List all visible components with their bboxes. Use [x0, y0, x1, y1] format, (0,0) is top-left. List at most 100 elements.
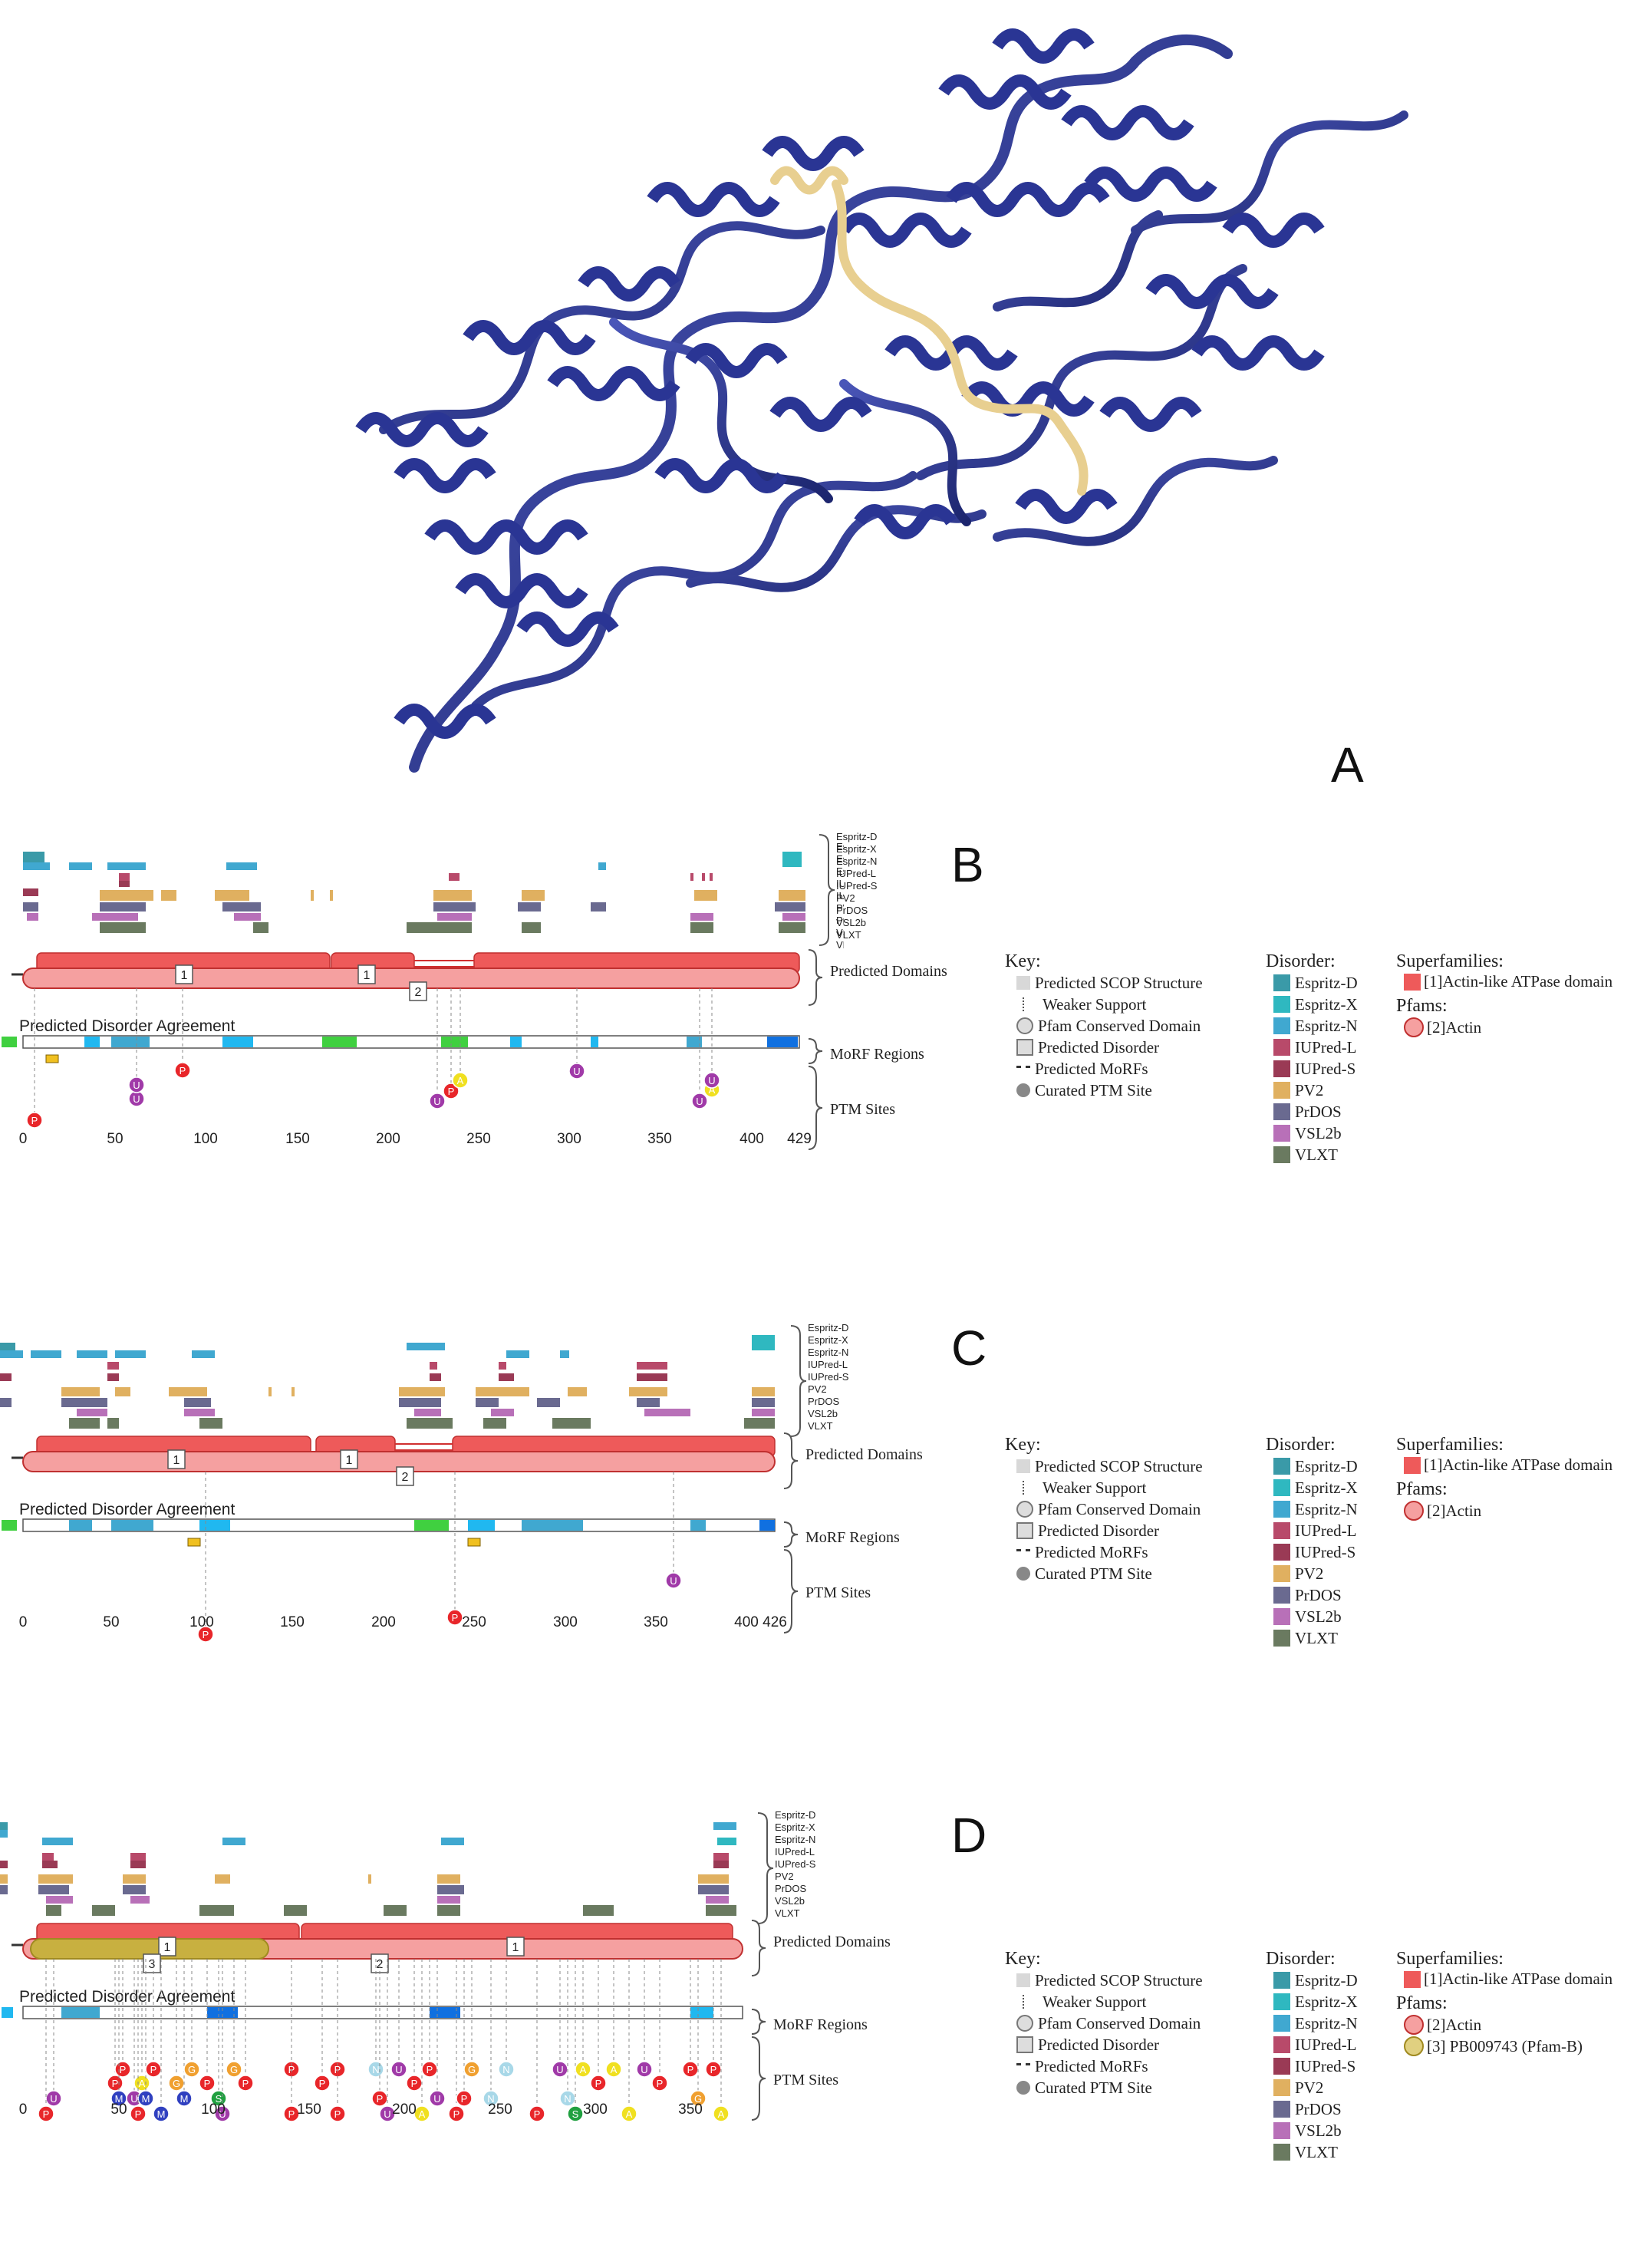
key-item-label: Predicted MoRFs — [1035, 1542, 1148, 1561]
axis-tick-label: 426 — [763, 1614, 787, 1630]
disorder-segment — [61, 1398, 107, 1407]
disorder-legend-item: PV2 — [1273, 2077, 1358, 2098]
key-item-label: Pfam Conserved Domain — [1038, 1016, 1201, 1035]
ptm-letter: U — [573, 1066, 580, 1077]
brace — [783, 1432, 799, 1489]
ptm-letter: N — [502, 2064, 509, 2075]
ptm-site — [45, 2090, 62, 2107]
disorder-legend-title: Disorder: — [1266, 1949, 1336, 1969]
disorder-segment — [222, 1838, 245, 1845]
axis-tick-label: 429 — [787, 1131, 812, 1147]
disorder-segment — [752, 1409, 775, 1416]
brace — [808, 949, 823, 1006]
axis-tick-label: 250 — [488, 2102, 512, 2118]
axis-tick-label: 150 — [285, 1131, 310, 1147]
agreement-segment — [84, 1037, 100, 1047]
ptm-letter: A — [139, 2078, 146, 2089]
ptm-site — [133, 2075, 150, 2092]
key-item-label: Predicted SCOP Structure — [1035, 1456, 1203, 1475]
ptm-site — [605, 2061, 622, 2078]
key-title: Key: — [1005, 1435, 1041, 1455]
ptm-letter: P — [135, 2108, 142, 2120]
domain-number: 1 — [364, 969, 371, 982]
ptm-letter: M — [157, 2108, 166, 2120]
predicted-domains-label: Predicted Domains — [773, 1933, 891, 1950]
disorder-agreement-label: Predicted Disorder Agreement — [19, 1017, 235, 1035]
track-label: VSL2b — [808, 1408, 838, 1419]
key-item: Predicted MoRFs — [1016, 2055, 1203, 2077]
brace — [790, 1325, 807, 1437]
disorder-segment — [0, 1398, 12, 1407]
disorder-segment — [184, 1398, 211, 1407]
disorder-segment — [752, 1335, 775, 1350]
disorder-segment — [123, 1885, 146, 1894]
track-label: VSL2b — [836, 917, 866, 928]
disorder-segment — [706, 1896, 729, 1904]
brace — [751, 1920, 766, 1976]
brace — [757, 1812, 774, 1924]
disorder-segment — [568, 1387, 587, 1396]
axis-tick-label: 0 — [19, 2102, 28, 2118]
panel-c-label: C — [951, 1320, 987, 1376]
agreement-segment — [61, 2007, 100, 2018]
disorder-segment — [115, 1387, 130, 1396]
ptm-sites-label: PTM Sites — [805, 1584, 871, 1601]
disorder-legend-item: Espritz-D — [1273, 972, 1358, 994]
agreement-segment — [322, 1037, 357, 1047]
ptm-letter: U — [708, 1075, 715, 1086]
key-item: Predicted Disorder — [1016, 2034, 1203, 2055]
ptm-site — [371, 2090, 388, 2107]
domain-number-box — [506, 1937, 525, 1956]
ptm-letter: G — [230, 2064, 238, 2075]
disorder-segment — [115, 1350, 146, 1358]
key-item-label: Predicted MoRFs — [1035, 2056, 1148, 2075]
ptm-site — [153, 2105, 170, 2122]
key-item: Predicted SCOP Structure — [1016, 1455, 1203, 1477]
key-item: Curated PTM Site — [1016, 2077, 1203, 2098]
agreement-segment — [468, 1520, 495, 1531]
disorder-legend-item: VSL2b — [1273, 2120, 1358, 2141]
key-item: Predicted Disorder — [1016, 1037, 1203, 1058]
panel-b-main: Espritz-D Espritz-X Espritz-N IUPred-L I… — [819, 831, 878, 946]
disorder-segment — [537, 1398, 560, 1407]
key-item: Pfam Conserved Domain — [1016, 2013, 1203, 2034]
track-label: IUPred-S — [808, 1371, 849, 1383]
brace — [808, 1038, 823, 1064]
domain-number-box — [409, 981, 427, 1001]
disorder-legend-item: PrDOS — [1273, 1101, 1358, 1122]
disorder-segment — [399, 1387, 445, 1396]
disorder-segment — [441, 1838, 464, 1845]
key-item-label: Pfam Conserved Domain — [1038, 2013, 1201, 2032]
axis-tick-label: 300 — [557, 1131, 581, 1147]
agreement-segment — [759, 1520, 775, 1531]
key-item-label: Weaker Support — [1043, 1478, 1147, 1497]
ptm-letter: S — [572, 2108, 579, 2120]
disorder-segment — [46, 1896, 73, 1904]
ptm-letter: P — [377, 2093, 384, 2105]
disorder-legend-title: Disorder: — [1266, 1435, 1336, 1455]
ptm-letter: P — [334, 2108, 341, 2120]
ptm-site — [448, 2105, 465, 2122]
ptm-site — [379, 2105, 396, 2122]
disorder-segment — [437, 1885, 464, 1894]
ptm-letter: M — [142, 2093, 150, 2105]
ptm-site — [691, 1093, 708, 1109]
disorder-segment — [77, 1350, 107, 1358]
superfamilies-legend: Superfamilies:[1]Actin-like ATPase domai… — [1396, 1949, 1613, 2056]
disorder-segment — [476, 1398, 499, 1407]
ptm-letter: P — [448, 1086, 455, 1097]
key-item: Weaker Support — [1016, 1991, 1203, 2013]
disorder-legend-title: Disorder: — [1266, 951, 1336, 971]
predicted-domains-label: Predicted Domains — [805, 1446, 923, 1463]
disorder-agreement-label: Predicted Disorder Agreement — [19, 1501, 235, 1518]
ptm-letter: P — [534, 2108, 541, 2120]
agreement-segment — [111, 1037, 150, 1047]
key-item: Pfam Conserved Domain — [1016, 1498, 1203, 1520]
panel-a: A — [0, 0, 1647, 813]
disorder-agreement-bar — [22, 2006, 743, 2019]
disorder-segment — [130, 1896, 150, 1904]
disorder-segment — [107, 1418, 119, 1429]
ptm-site — [568, 1063, 585, 1080]
track-label: Espritz-X — [836, 843, 877, 855]
